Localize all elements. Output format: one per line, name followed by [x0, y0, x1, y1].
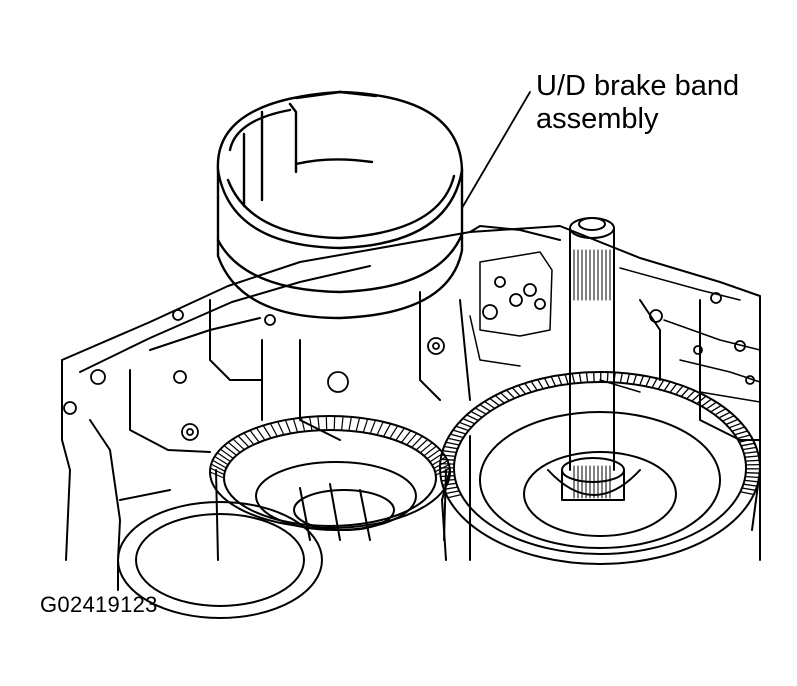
clutch-drum-splines	[209, 415, 451, 479]
figure-id: G02419123	[40, 592, 158, 617]
callout-label: U/D brake band assembly	[536, 70, 739, 136]
brake-band	[216, 90, 464, 320]
callout-line-1: U/D brake band	[536, 70, 740, 102]
output-shaft	[547, 217, 641, 501]
callout-leader-line	[461, 91, 531, 209]
lower-left-housing	[117, 489, 323, 619]
ring-gear-teeth	[439, 371, 761, 499]
shaft-splines	[573, 249, 611, 499]
callout-line-2: assembly	[536, 103, 659, 135]
ring-gear	[439, 371, 761, 565]
clutch-drum	[209, 415, 451, 561]
case-bolts	[63, 276, 755, 441]
